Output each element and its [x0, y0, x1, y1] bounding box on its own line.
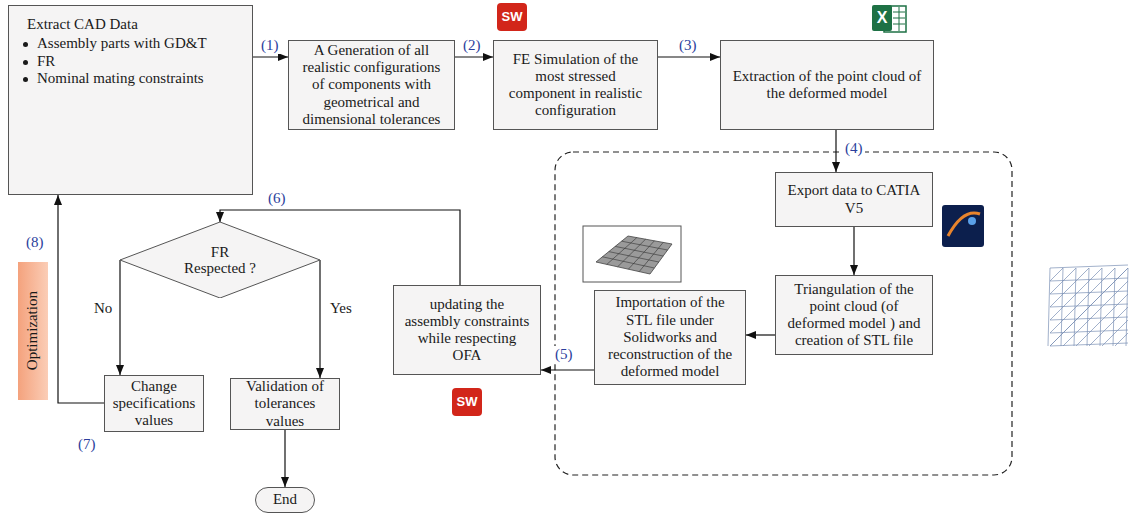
node-bullet-text: Assembly parts with GD&T — [37, 35, 207, 52]
catia-icon — [942, 205, 984, 247]
flow-arrow — [835, 130, 836, 172]
bullet-dot — [23, 42, 28, 47]
mesh-line — [1050, 268, 1076, 294]
edge-label: (5) — [553, 346, 575, 363]
export-box: Export data to CATIA V5 — [775, 172, 933, 227]
mesh-line — [1063, 281, 1128, 346]
node-text: Change specifications values — [113, 378, 195, 430]
change-box: Change specifications values — [104, 375, 204, 432]
update-box: updating the assembly constraints while … — [393, 285, 541, 375]
sw-logo: SW — [452, 388, 482, 416]
surface-grid-line — [639, 242, 663, 271]
node-text: Validation of tolerances values — [239, 378, 331, 430]
surface-picture-frame — [583, 226, 681, 282]
node-bullet-text: Nominal mating constraints — [37, 70, 204, 87]
triangle-mesh-picture — [1048, 265, 1128, 346]
dashed-group-outline — [555, 152, 1012, 475]
edge-label: (4) — [843, 140, 865, 157]
optimization-band: Optimization — [18, 262, 48, 400]
flow-arrow — [455, 56, 493, 57]
flow-arrow — [658, 56, 720, 57]
mesh-line — [1048, 268, 1050, 346]
catia-icon-swoosh — [948, 213, 980, 236]
excel-grid — [893, 7, 905, 31]
flow-arrow — [541, 369, 594, 370]
edge-label: (2) — [461, 37, 483, 54]
end-terminal: End — [255, 487, 315, 513]
edge-label: (3) — [677, 37, 699, 54]
flow-arrow — [284, 430, 285, 487]
mesh-line — [1115, 333, 1128, 346]
mesh-line — [1050, 268, 1115, 333]
catia-icon-dot — [968, 217, 976, 225]
mesh-line — [1050, 268, 1089, 307]
flow-arrow — [119, 260, 120, 375]
fe-simulation-box: FE Simulation of the most stressed compo… — [493, 40, 658, 130]
decision-diamond: FR Respected ? — [120, 222, 320, 298]
catia-icon-body — [942, 205, 984, 247]
flow-arrow — [746, 334, 775, 335]
surface-patch — [596, 236, 672, 274]
bullet-dot — [23, 77, 28, 82]
excel-logo: X — [872, 5, 892, 31]
edge-label: (1) — [259, 37, 281, 54]
mesh-line — [1050, 268, 1128, 346]
mesh-line — [1050, 268, 1063, 281]
mesh-line — [1050, 265, 1128, 268]
sw-logo: SW — [497, 3, 527, 31]
cad-data-box: Extract CAD DataAssembly parts with GD&T… — [8, 5, 253, 195]
edge-label: Yes — [328, 300, 354, 317]
mesh-line — [1076, 294, 1128, 346]
point-cloud-box: Extraction of the point cloud of the def… — [720, 40, 934, 130]
generation-box: A Generation of all realistic configurat… — [288, 40, 455, 130]
diamond-shape — [120, 222, 320, 298]
bullet-item: FR — [21, 53, 55, 70]
node-text: Export data to CATIA V5 — [784, 182, 924, 217]
edge-label: (8) — [24, 234, 46, 251]
step-number: (7) — [78, 436, 96, 453]
bullet-item: Nominal mating constraints — [21, 70, 204, 87]
node-text: Extraction of the point cloud of the def… — [729, 68, 925, 103]
node-text: Extract CAD Data — [27, 16, 138, 33]
import-box: Importation of the STL file under Solidw… — [594, 290, 746, 385]
bullet-dot — [23, 60, 28, 65]
triangulation-box: Triangulation of the point cloud (of def… — [775, 275, 933, 355]
validation-box: Validation of tolerances values — [230, 378, 340, 430]
node-bullet-text: FR — [37, 53, 55, 70]
node-text: End — [273, 491, 297, 508]
flow-arrow — [319, 260, 320, 378]
mesh-line — [1102, 320, 1128, 346]
mesh-line — [1050, 268, 1102, 320]
edge-label: (6) — [266, 190, 288, 207]
flow-arrow — [58, 195, 104, 403]
deformed-surface-picture — [596, 236, 672, 274]
node-text: Optimization — [24, 291, 41, 370]
node-text: FR Respected ? — [183, 244, 257, 277]
node-text: A Generation of all realistic configurat… — [297, 42, 446, 128]
node-text: updating the assembly constraints while … — [402, 296, 532, 365]
bullet-item: Assembly parts with GD&T — [21, 35, 207, 52]
flow-arrow — [253, 56, 288, 57]
node-text: Importation of the STL file under Solidw… — [603, 294, 737, 380]
mesh-line — [1050, 268, 1128, 346]
flow-arrow — [853, 227, 854, 275]
mesh-line — [1089, 307, 1128, 346]
edge-label: No — [92, 300, 114, 317]
surface-grid-line — [607, 238, 637, 265]
node-text: Triangulation of the point cloud (of def… — [784, 281, 924, 350]
node-text: FE Simulation of the most stressed compo… — [502, 51, 649, 120]
